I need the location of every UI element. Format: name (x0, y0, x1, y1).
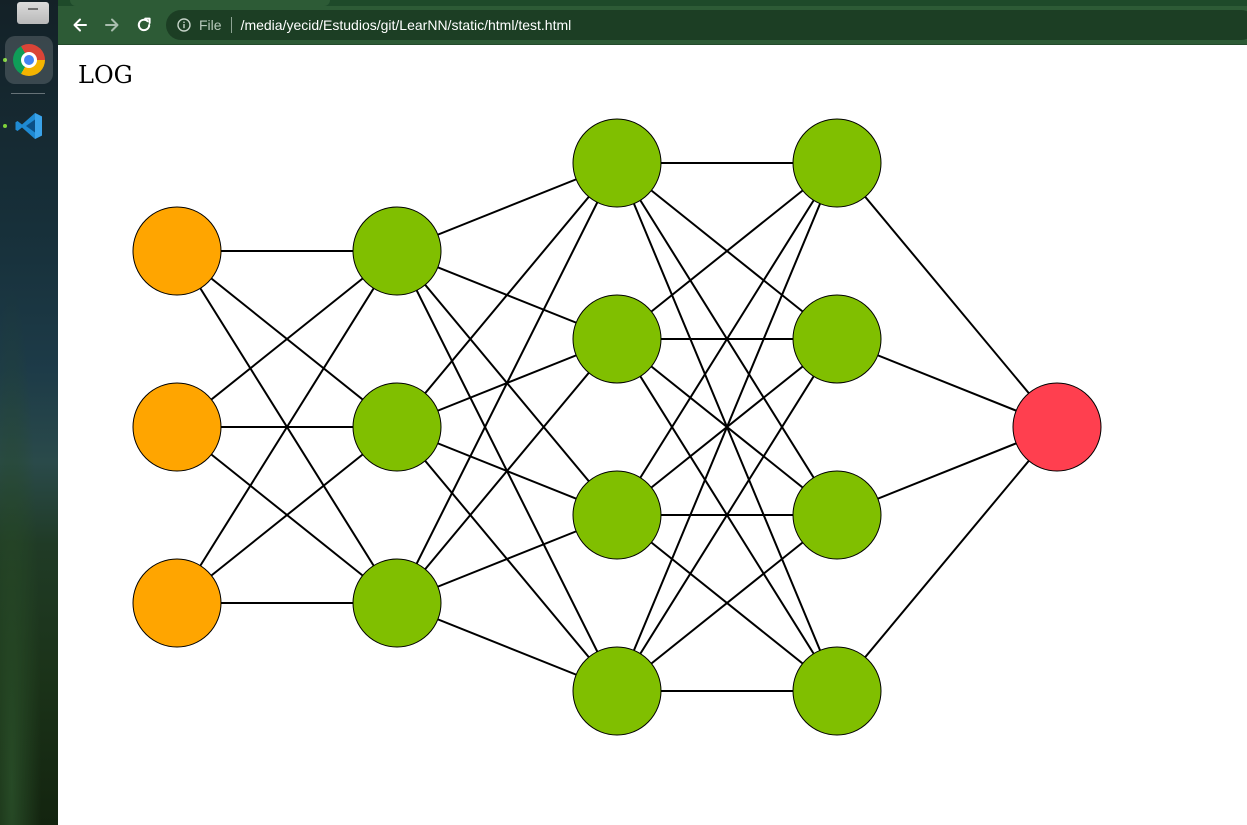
vscode-icon (15, 113, 42, 139)
hidden-neuron-l3-n1 (792, 294, 882, 384)
forward-button[interactable] (98, 11, 126, 39)
hidden-neuron-l3-n0 (792, 118, 882, 208)
connection-l1n1-l2n0 (396, 162, 618, 428)
back-button[interactable] (66, 11, 94, 39)
arrow-right-icon (105, 18, 119, 32)
connections (176, 162, 1058, 692)
dock-separator (11, 93, 45, 94)
hidden-neuron-l1-n0 (352, 206, 442, 296)
connection-l2n3-l3n1 (616, 338, 838, 692)
dock-chrome-app[interactable] (5, 36, 53, 84)
active-tab[interactable] (70, 0, 330, 6)
hidden-neuron-l3-n2 (792, 470, 882, 560)
url-text[interactable]: /media/yecid/Estudios/git/LearNN/static/… (240, 17, 572, 33)
page-content: LOG (58, 45, 1247, 825)
connection-l0n1-l1n0 (176, 250, 398, 428)
hidden-neuron-l2-n2 (572, 470, 662, 560)
hidden-neuron-l2-n3 (572, 646, 662, 736)
neurons (132, 118, 1102, 736)
connection-l2n2-l3n0 (616, 162, 838, 516)
connection-l2n1-l3n0 (616, 162, 838, 340)
connection-l0n2-l1n0 (176, 250, 398, 604)
connection-l1n2-l2n0 (396, 162, 618, 604)
chrome-running-indicator (3, 58, 7, 62)
chrome-icon (13, 44, 45, 76)
connection-l2n3-l3n2 (616, 514, 838, 692)
reload-button[interactable] (130, 11, 158, 39)
connection-l1n2-l2n1 (396, 338, 618, 604)
ubuntu-dock (0, 0, 58, 825)
neural-network-diagram (132, 118, 1102, 736)
connection-l3n3-l4n0 (836, 426, 1058, 692)
site-info-icon[interactable] (176, 17, 192, 33)
address-bar-divider (230, 17, 232, 33)
hidden-neuron-l2-n1 (572, 294, 662, 384)
connection-l0n2-l1n1 (176, 426, 398, 604)
files-icon (17, 2, 49, 24)
dock-vscode-app[interactable] (5, 102, 53, 150)
tab-strip (58, 0, 1247, 6)
arrow-left-icon (73, 18, 87, 32)
input-neuron-l0-n1 (132, 382, 222, 472)
url-scheme-label: File (199, 17, 222, 33)
hidden-neuron-l1-n2 (352, 558, 442, 648)
reload-icon (137, 17, 151, 32)
dock-files-app[interactable] (5, 0, 53, 38)
connection-l3n0-l4n0 (836, 162, 1058, 428)
input-neuron-l0-n0 (132, 206, 222, 296)
vscode-running-indicator (3, 124, 7, 128)
connection-l2n3-l3n0 (616, 162, 838, 692)
hidden-neuron-l2-n0 (572, 118, 662, 208)
browser-toolbar: File /media/yecid/Estudios/git/LearNN/st… (58, 6, 1247, 45)
hidden-neuron-l3-n3 (792, 646, 882, 736)
input-neuron-l0-n2 (132, 558, 222, 648)
page-heading: LOG (78, 61, 133, 89)
browser-window: File /media/yecid/Estudios/git/LearNN/st… (58, 0, 1247, 825)
hidden-neuron-l1-n1 (352, 382, 442, 472)
output-neuron-l4-n0 (1012, 382, 1102, 472)
address-bar[interactable]: File /media/yecid/Estudios/git/LearNN/st… (166, 10, 1247, 40)
